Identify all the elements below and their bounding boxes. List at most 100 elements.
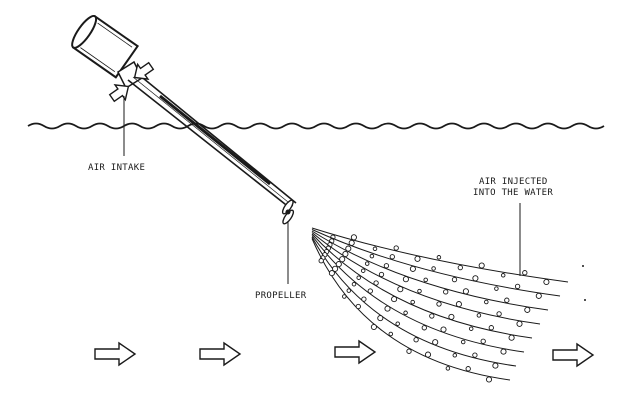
bubble-icon [403,310,408,316]
bubble-stream-line [311,227,569,283]
bubble-icon [393,245,399,251]
speck [582,265,584,267]
bubble-icon [332,265,339,272]
bubble-icon [424,351,432,358]
bubble-stream-line [311,235,525,353]
bubble-icon [436,301,442,307]
bubble-icon [448,313,455,320]
water-surface [27,122,605,130]
bubble-icon [465,366,471,372]
bubble-icon [440,326,447,333]
bubble-stream-line [311,229,561,297]
bubble-icon [445,366,451,371]
flow-arrow-4 [552,342,595,368]
bubble-icon [360,268,366,273]
bubble-icon [514,283,521,290]
bubble-icon [462,288,469,295]
bubble-icon [402,276,409,283]
bubble-icon [406,348,412,354]
bubble-icon [417,288,422,294]
bubble-icon [335,261,342,268]
bubble-stream-line [311,236,517,367]
bubble-icon [468,326,474,331]
bubble-icon [423,277,428,283]
bubble-icon [342,250,349,258]
bubble-icon [436,255,442,260]
bubble-icon [328,270,335,277]
bubble-stream-line [311,230,549,311]
bubble-icon [429,313,435,319]
bubble-icon [480,338,486,344]
bubble-icon [391,296,398,303]
bubble-icon [409,265,416,272]
bubble-icon [524,306,531,313]
bubble-icon [350,234,357,241]
bubble-icon [395,321,400,326]
air-injected-label-line2: INTO THE WATER [473,188,553,198]
bubble-icon [367,288,373,294]
bubble-icon [389,254,395,260]
bubble-icon [494,286,499,291]
bubble-icon [457,264,463,271]
bubble-icon [496,311,502,317]
bubble-icon [455,301,462,308]
bubble-icon [318,258,324,264]
air-injected-label-line1: AIR INJECTED [479,177,548,187]
flow-arrow-2 [199,341,242,367]
bubble-icon [383,263,390,269]
bubble-icon [472,352,478,358]
bubble-icon [410,299,415,305]
bubble-icon [346,288,352,293]
bubble-icon [342,294,347,299]
motor-housing-icon [71,14,140,79]
bubble-icon [451,276,458,283]
bubble-icon [377,315,384,322]
bubble-icon [535,292,542,299]
bubble-icon [516,320,523,327]
bubble-icon [443,289,449,295]
bubble-icon [431,266,436,271]
bubble-icon [478,262,485,269]
bubble-icon [361,296,367,302]
bubble-icon [345,245,352,252]
bubble-stream-line [311,232,541,325]
bubble-stream-line [311,238,511,381]
shaft-tube [127,73,297,209]
propeller-icon [281,199,295,225]
flow-arrow-3 [334,339,377,365]
bubble-icon [485,376,493,383]
bubble-stream-line [311,233,533,339]
bubble-icon [388,331,394,337]
bubble-icon [373,280,379,286]
bubble-icon [492,362,499,369]
bubble-icon [348,239,355,246]
bubble-icon [351,281,357,287]
bubble-icon [476,313,482,318]
bubble-icon [421,325,427,331]
bubble-icon [488,325,494,331]
bubble-icon [372,246,378,252]
bubble-icon [543,278,550,286]
bubble-icon [413,337,419,343]
bubble-icon [484,299,489,305]
speck [584,299,586,301]
bubble-icon [339,256,346,263]
bubble-streams [311,227,569,383]
bubble-icon [522,270,528,276]
bubble-icon [508,334,515,341]
bubble-icon [500,273,506,278]
bubble-icon [378,271,385,278]
flow-arrow-1 [94,341,137,367]
bubble-icon [384,305,391,312]
bubble-icon [356,275,361,280]
bubble-icon [355,303,361,310]
air-intake-arrow-right [133,61,155,80]
bubble-icon [504,297,510,303]
bubble-icon [369,253,375,259]
bubble-icon [432,339,439,346]
propeller-label: PROPELLER [255,291,307,301]
bubble-icon [460,339,466,345]
bubble-icon [500,348,507,355]
